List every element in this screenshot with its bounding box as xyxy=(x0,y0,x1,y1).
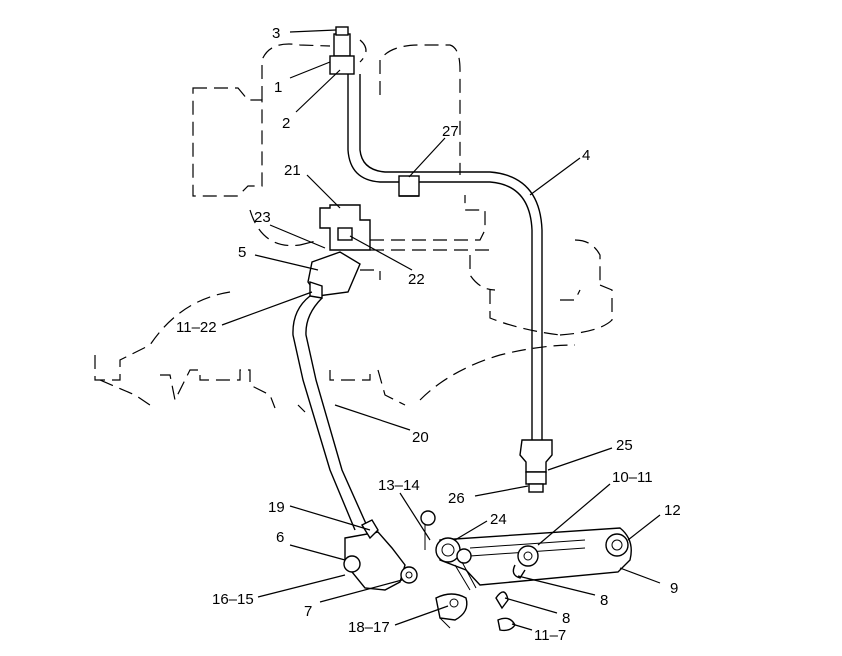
callout-11-22: 11–22 xyxy=(176,319,217,336)
callout-6b: 6 xyxy=(276,529,284,546)
drain-tube-flange xyxy=(343,519,418,591)
callout-2: 2 xyxy=(282,115,290,132)
tube-support-bracket xyxy=(420,510,632,632)
supply-tube-lower-fitting xyxy=(519,439,553,493)
callout-4: 4 xyxy=(582,147,590,164)
callout-16-15: 16–15 xyxy=(212,591,254,608)
callout-leaders xyxy=(221,29,661,631)
turbo-oil-drain-adapter xyxy=(307,204,371,299)
callout-25: 25 xyxy=(616,437,633,454)
callout-21: 21 xyxy=(284,162,301,179)
turbo-housing-outline xyxy=(192,39,613,336)
callout-23: 23 xyxy=(254,209,271,226)
callout-20: 20 xyxy=(412,429,429,446)
oil-drain-tube xyxy=(292,295,368,531)
oil-supply-tube xyxy=(347,74,543,440)
callout-18-17: 18–17 xyxy=(348,619,390,636)
callout-7b: 7 xyxy=(304,603,312,620)
callout-9: 9 xyxy=(670,580,678,597)
callout-27: 27 xyxy=(442,123,459,140)
callout-24: 24 xyxy=(490,511,507,528)
callout-12: 12 xyxy=(664,502,681,519)
callout-3: 3 xyxy=(272,25,280,42)
engine-block-outline xyxy=(94,291,576,413)
callout-8b: 8 xyxy=(562,610,570,627)
callout-11-7: 11–7 xyxy=(534,627,566,644)
callout-10-11: 10–11 xyxy=(612,469,653,486)
callout-5b: 5 xyxy=(238,244,246,261)
callout-labels: 3 1 2 4 27 21 23 4 5 22 11–22 20 25 26 1… xyxy=(176,25,681,644)
callout-13-14: 13–14 xyxy=(378,477,420,494)
callout-8a: 8 xyxy=(600,592,608,609)
callout-22: 22 xyxy=(408,271,425,288)
turbo-oil-inlet-elbow xyxy=(329,26,355,75)
callout-19: 19 xyxy=(268,499,285,516)
callout-1: 1 xyxy=(274,79,282,96)
callout-26: 26 xyxy=(448,490,465,507)
